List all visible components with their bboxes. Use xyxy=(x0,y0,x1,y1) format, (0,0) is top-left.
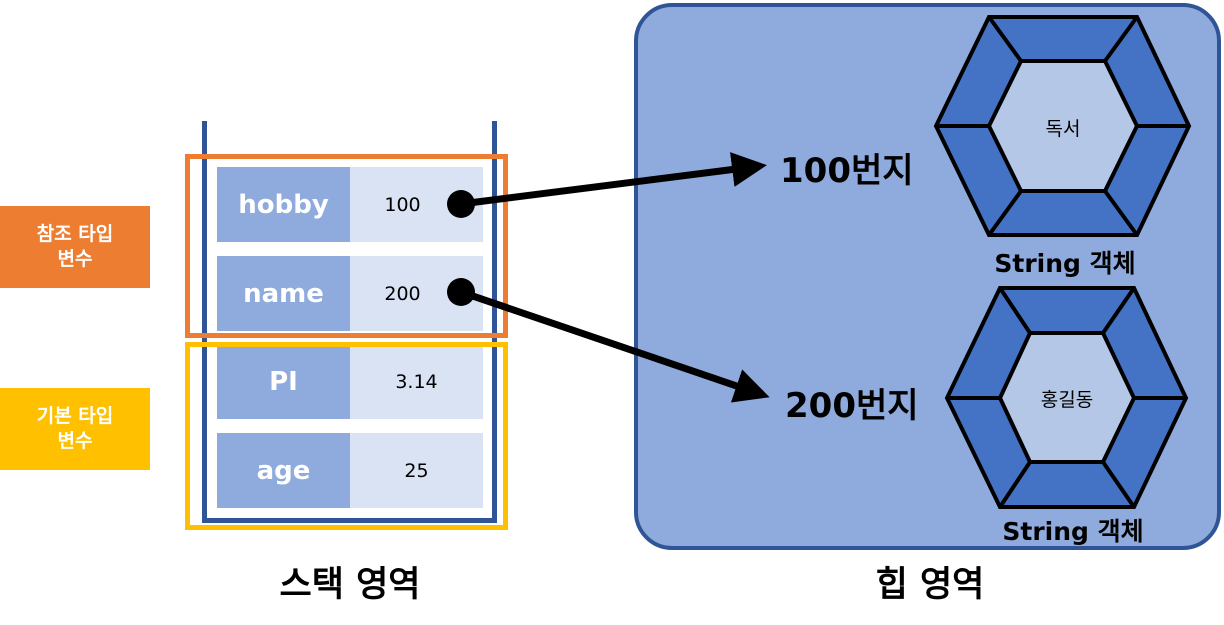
stack-left-wall xyxy=(202,121,207,523)
string-object-1-hexagon xyxy=(933,15,1192,237)
primitive-type-legend: 기본 타입 변수 xyxy=(0,388,150,470)
reference-legend-line1: 참조 타입 xyxy=(36,223,114,245)
stack-var-pi: PI xyxy=(217,344,350,419)
reference-legend-line2: 변수 xyxy=(57,248,93,270)
heap-address-200: 200번지 xyxy=(785,386,919,426)
stack-right-wall xyxy=(492,121,497,523)
stack-area-title: 스택 영역 xyxy=(279,565,421,605)
hobby-reference-arrow xyxy=(460,152,767,208)
string-object-1-label: String 객체 xyxy=(994,249,1136,278)
heap-address-100: 100번지 xyxy=(780,151,914,191)
string-object-2-label: String 객체 xyxy=(1002,517,1144,546)
reference-type-legend: 참조 타입 변수 xyxy=(0,206,150,288)
string-object-2-hexagon xyxy=(944,286,1189,509)
stack-value-hobby: 100 xyxy=(350,167,483,242)
stack-var-hobby: hobby xyxy=(217,167,350,242)
string-object-2-content: 홍길동 xyxy=(1040,389,1094,411)
name-reference-arrow xyxy=(459,288,770,403)
stack-bottom-wall xyxy=(202,518,497,523)
primitive-legend-line1: 기본 타입 xyxy=(36,405,114,427)
stack-value-age: 25 xyxy=(350,433,483,508)
stack-var-age: age xyxy=(217,433,350,508)
primitive-legend-line2: 변수 xyxy=(57,430,93,452)
reference-group-frame xyxy=(185,154,508,338)
string-object-1-content: 독서 xyxy=(1045,118,1081,140)
stack-value-pi: 3.14 xyxy=(350,344,483,419)
heap-area-title: 힙 영역 xyxy=(875,565,985,605)
primitive-group-frame xyxy=(185,342,508,530)
stack-var-name: name xyxy=(217,256,350,331)
